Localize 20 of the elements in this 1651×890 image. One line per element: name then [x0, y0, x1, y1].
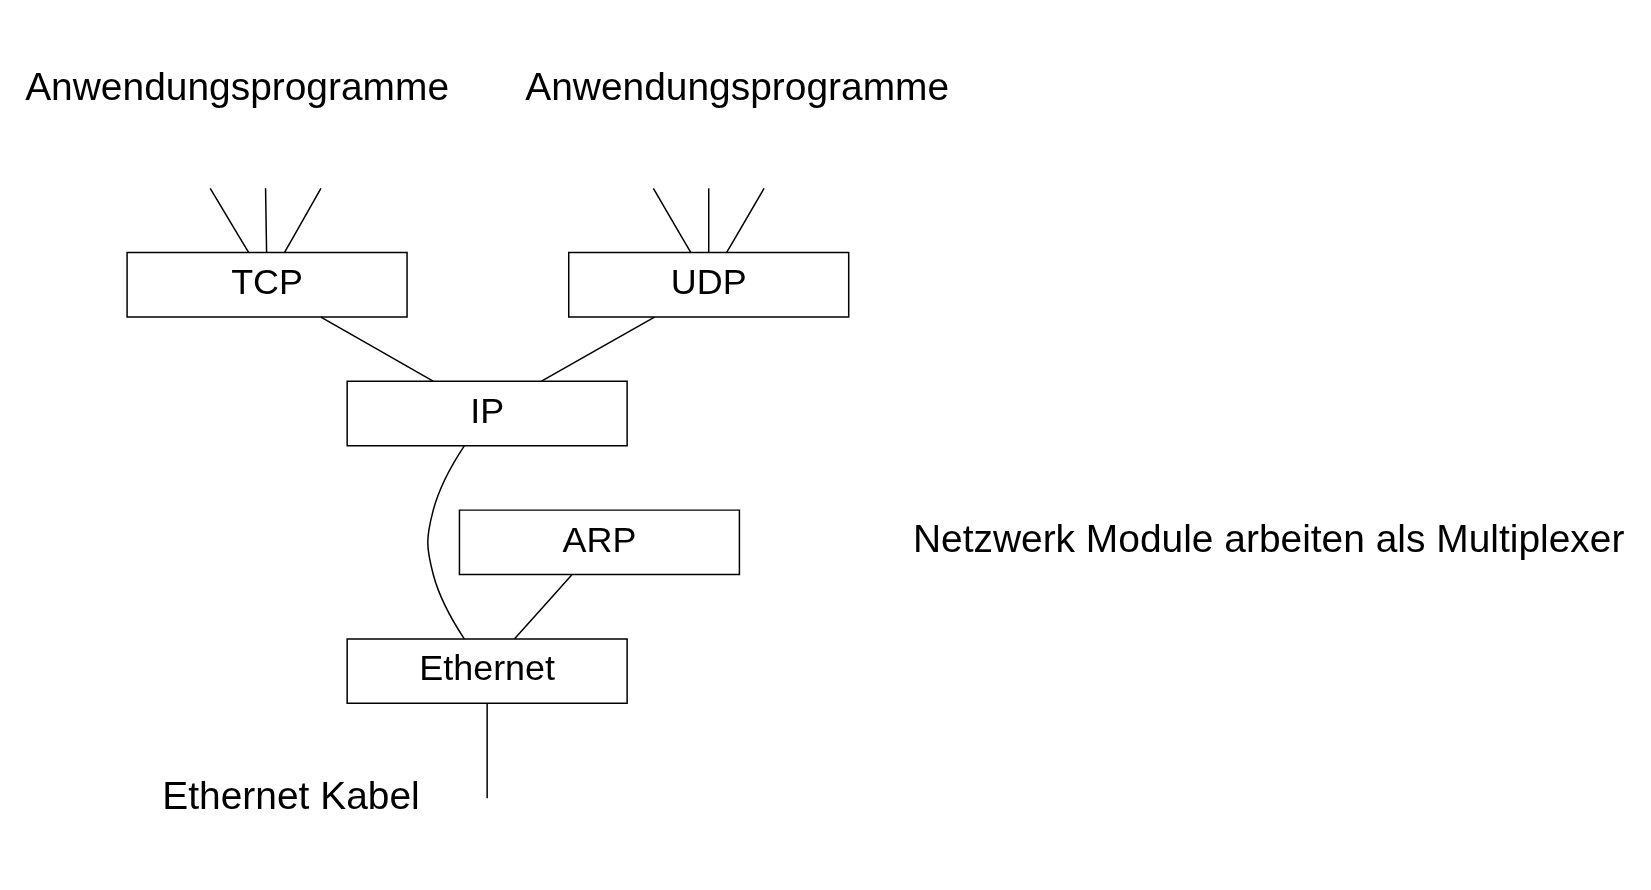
node-box: TCP: [126, 251, 408, 318]
label: Ethernet Kabel: [162, 774, 420, 818]
label: Netzwerk Module arbeiten als Multiplexer: [912, 516, 1625, 560]
connector: [652, 187, 692, 254]
node-box: ARP: [458, 509, 741, 576]
label: Anwendungsprogramme: [525, 64, 950, 108]
connector: [264, 187, 268, 254]
node-box: UDP: [568, 251, 850, 318]
node-box: Ethernet: [346, 638, 628, 704]
connector: [209, 187, 250, 254]
node-box: IP: [346, 380, 628, 447]
connector: [513, 574, 573, 640]
connector: [320, 316, 434, 382]
connector: [540, 316, 656, 382]
connector: [283, 187, 322, 254]
connector: [427, 445, 466, 640]
connector: [486, 702, 488, 799]
label: Anwendungsprogramme: [25, 64, 450, 108]
connector: [707, 187, 710, 254]
connector: [725, 187, 765, 254]
